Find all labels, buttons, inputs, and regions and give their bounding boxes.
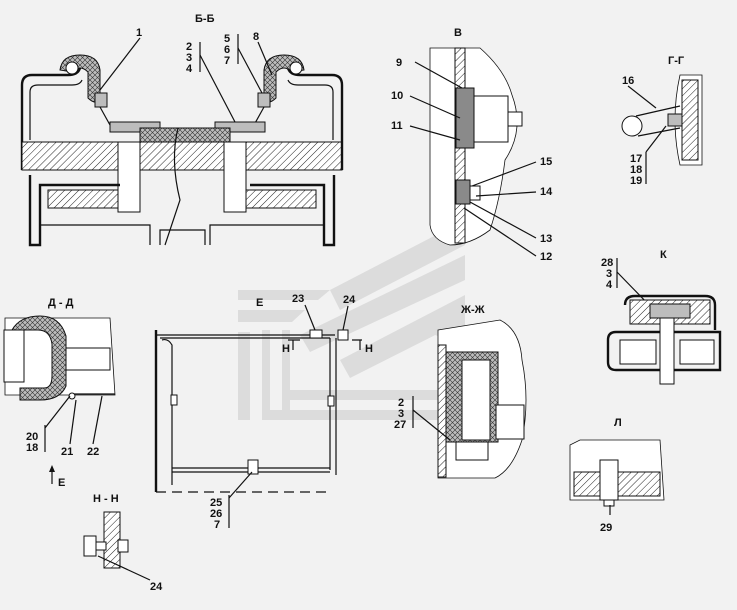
gg-callout-17: 17 [630, 153, 642, 165]
gg-callout-19: 19 [630, 175, 642, 187]
section-zhzh: Ж-Ж 2 3 27 [394, 304, 527, 479]
e-callout-24: 24 [343, 294, 356, 306]
e-callout-7: 7 [214, 519, 220, 531]
zhzh-panel [437, 344, 447, 478]
section-zhzh-title: Ж-Ж [460, 304, 485, 316]
dd-seal [11, 315, 67, 401]
view-e-title: Е [256, 297, 263, 309]
section-nn: Н - Н 24 [83, 493, 163, 593]
section-k: К 28 3 4 [601, 249, 722, 385]
section-gg-title: Г-Г [668, 55, 685, 67]
dd-callout-20: 20 [26, 431, 38, 443]
zhzh-callout-2: 2 [398, 397, 404, 409]
watermark-logo [238, 220, 465, 420]
section-nn-title: Н - Н [93, 493, 119, 505]
bb-callout-5: 5 [224, 33, 230, 45]
e-cut-mark-right: Н [365, 343, 373, 355]
nn-callout-24: 24 [150, 581, 163, 593]
zhzh-callout-27: 27 [394, 419, 406, 431]
e-callout-23: 23 [292, 293, 304, 305]
section-gg: Г-Г 16 17 18 19 [621, 55, 703, 187]
v-callout-11: 11 [391, 120, 403, 132]
gg-tube [621, 115, 643, 137]
v-callout-9: 9 [396, 57, 402, 69]
dd-view-mark: Е [58, 477, 65, 489]
bb-bolt-left [117, 141, 141, 213]
k-bolt [659, 317, 675, 385]
k-callout-4: 4 [606, 279, 613, 291]
v-callout-12: 12 [540, 251, 552, 263]
e-callout-26: 26 [210, 508, 222, 520]
section-k-title: К [660, 249, 667, 261]
gg-callout-18: 18 [630, 164, 642, 176]
section-l-title: Л [614, 417, 622, 429]
l-rivet [599, 459, 619, 501]
e-cut-mark-left: Н [282, 343, 290, 355]
v-callout-14: 14 [540, 186, 553, 198]
bb-callout-6: 6 [224, 44, 230, 56]
dd-callout-21: 21 [61, 446, 73, 458]
v-callout-13: 13 [540, 233, 552, 245]
zhzh-callout-3: 3 [398, 408, 404, 420]
bb-bolt-right [223, 141, 247, 213]
section-bb: Б-Б 1 2 3 4 [20, 13, 344, 247]
section-dd-title: Д - Д [48, 297, 74, 309]
bb-callout-4: 4 [186, 63, 193, 75]
k-callout-3: 3 [606, 268, 612, 280]
bb-callout-7: 7 [224, 55, 230, 67]
gg-wall [681, 79, 699, 161]
zhzh-bolt [461, 359, 491, 441]
section-dd: Д - Д 20 18 21 22 Е [3, 297, 116, 489]
v-callout-10: 10 [391, 90, 403, 102]
bb-callout-1: 1 [136, 27, 142, 39]
gg-callout-16: 16 [622, 75, 634, 87]
bb-callout-8: 8 [253, 31, 259, 43]
section-v: В 9 10 11 15 14 13 12 [391, 27, 553, 263]
bb-top-plate [21, 141, 343, 171]
dd-callout-18: 18 [26, 442, 38, 454]
dd-callout-22: 22 [87, 446, 99, 458]
k-callout-28: 28 [601, 257, 613, 269]
bb-callout-3: 3 [186, 52, 192, 64]
l-callout-29: 29 [600, 522, 612, 534]
section-bb-title: Б-Б [195, 13, 215, 25]
e-callout-25: 25 [210, 497, 222, 509]
section-v-title: В [454, 27, 462, 39]
bb-callout-2: 2 [186, 41, 192, 53]
bb-seal-left [59, 54, 101, 103]
v-callout-15: 15 [540, 156, 552, 168]
section-l: Л 29 [569, 417, 665, 534]
view-e: Е 23 24 Н Н 25 26 7 [154, 293, 373, 531]
